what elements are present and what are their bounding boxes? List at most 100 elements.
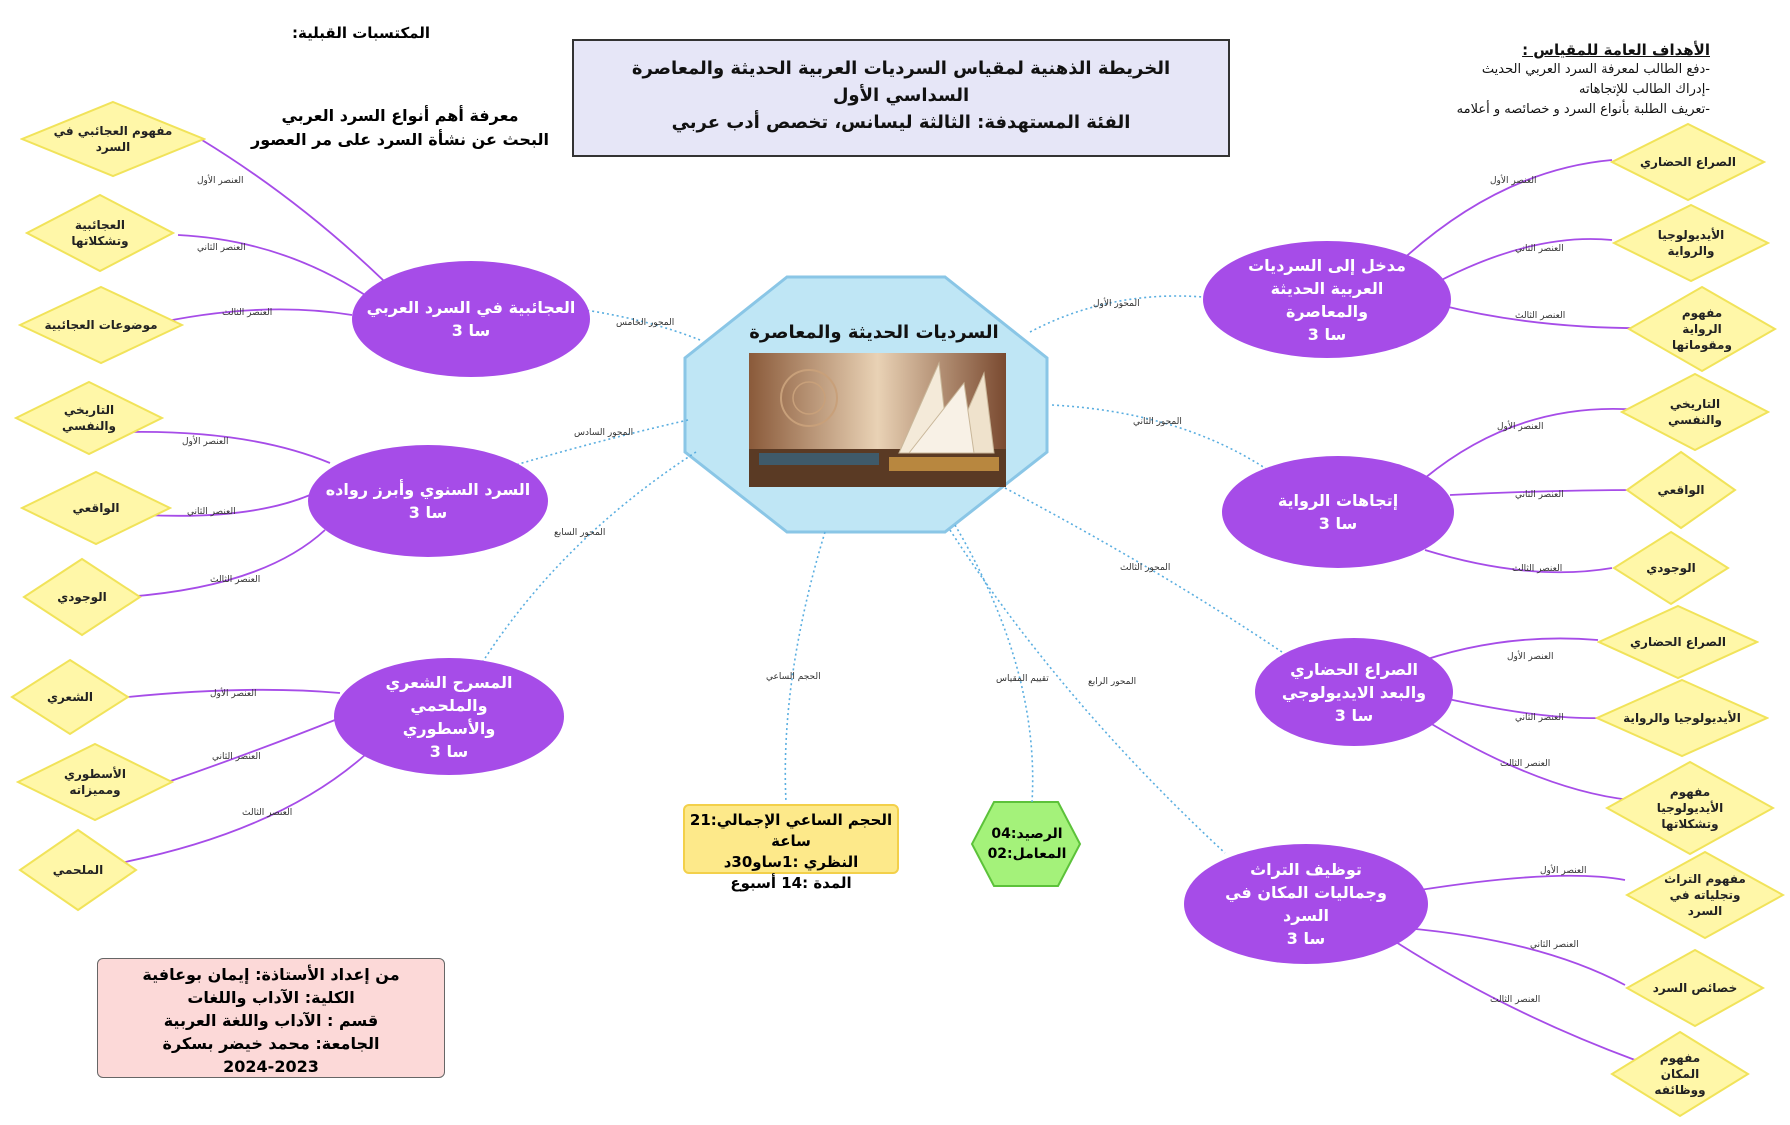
author-name: من إعداد الأستاذة: إيمان بوعافية	[142, 965, 400, 984]
axis-1-title: مدخل إلى السرديات العربية الحديثة والمعا…	[1248, 255, 1406, 321]
prerequisite-line: معرفة أهم أنواع السرد العربي	[281, 106, 519, 125]
element-diamond: الوجودي	[22, 557, 142, 637]
title-line-3: الفئة المستهدفة: الثالثة ليسانس، تخصص أد…	[671, 112, 1131, 133]
axis-connector-2	[1051, 404, 1269, 471]
branch-6-2	[144, 494, 311, 517]
element-edge-label: العنصر الثالث	[222, 308, 273, 318]
branch-2-1	[1424, 407, 1641, 479]
axis-edge-label: المحور السابع	[554, 528, 606, 538]
goal-item: -دفع الطالب لمعرفة السرد العربي الحديث	[1481, 62, 1710, 77]
branch-7-3	[124, 754, 366, 863]
element-edge-label: العنصر الأول	[1540, 866, 1587, 876]
element-edge-label: العنصر الأول	[1507, 652, 1554, 662]
element-edge-label: العنصر الأول	[197, 176, 244, 186]
element-label: الوجودي	[1646, 561, 1696, 575]
axis-edge-label: المحور الثاني	[1133, 417, 1182, 427]
goal-item: -تعريف الطلبة بأنواع السرد و خصائصه و أع…	[1456, 102, 1710, 117]
element-label: الوجودي	[57, 590, 107, 604]
books-image	[749, 353, 1006, 487]
axis-6-title: السرد السنوي وأبرز رواده	[325, 480, 531, 499]
axis-edge-label: المحور الرابع	[1088, 677, 1137, 687]
branch-2-2	[1449, 489, 1641, 496]
axis-edge-label: المحور السادس	[574, 428, 634, 438]
element-diamond: الواقعي	[20, 470, 172, 546]
axis-edge-label: المحور الخامس	[616, 318, 675, 328]
branch-1-2	[1429, 238, 1613, 287]
element-edge-label: العنصر الثاني	[1515, 713, 1564, 723]
axis-3-hours: سا 3	[1334, 705, 1374, 725]
axis-5-node: العجائبية في السرد العربي سا 3	[352, 261, 590, 377]
element-label: مفهوم العجائبي في السرد	[53, 124, 173, 154]
center-title: السرديات الحديثة والمعاصرة	[749, 322, 999, 343]
axis-3-node: الصراع الحضاري والبعد الايديولوجي سا 3	[1255, 638, 1453, 746]
element-edge-label: العنصر الثاني	[212, 752, 261, 762]
axis-7-title: المسرح الشعري والملحمي والأسطوري	[385, 672, 513, 738]
axis-1-hours: سا 3	[1307, 324, 1347, 344]
element-edge-label: العنصر الثاني	[1515, 244, 1564, 254]
author-department: قسم : الآداب واللغة العربية	[163, 1011, 379, 1030]
element-edge-label: العنصر الثالث	[210, 575, 261, 585]
branch-3-1	[1409, 637, 1599, 666]
element-diamond: مفهوم الرواية ومقوماتها	[1627, 285, 1777, 373]
element-label: الواقعي	[1657, 483, 1705, 497]
element-label: مفهوم التراث وتجلياته في السرد	[1664, 872, 1746, 918]
element-label: مفهوم الأيديولوجيا وتشكلاتها	[1656, 785, 1724, 831]
axis-7-hours: سا 3	[429, 741, 469, 761]
element-diamond: الشعري	[10, 658, 130, 736]
prerequisites-heading: المكتسبات القبلية:	[291, 24, 430, 42]
volume-edge-label: الحجم الساعي	[766, 672, 821, 682]
element-diamond: الأسطوري ومميزاته	[16, 742, 174, 822]
branch-3-3	[1424, 719, 1631, 801]
element-edge-label: العنصر الأول	[1490, 176, 1537, 186]
axis-connector-6	[511, 419, 689, 467]
volume-duration: المدة :14 أسبوع	[730, 874, 852, 892]
axis-2-title: إتجاهات الرواية	[1277, 491, 1399, 510]
element-label: الأيديولوجيا والرواية	[1623, 711, 1741, 725]
axis-connector-7	[479, 451, 697, 667]
axis-edge-label: المحور الثالث	[1120, 563, 1171, 573]
branch-5-2	[177, 234, 366, 296]
general-goals: الأهداف العامة للمقياس : -دفع الطالب لمع…	[1390, 40, 1710, 120]
element-edge-label: العنصر الأول	[210, 689, 257, 699]
axis-5-hours: سا 3	[451, 321, 491, 340]
axis-2-hours: سا 3	[1318, 514, 1358, 533]
prerequisites-text: معرفة أهم أنواع السرد العربي البحث عن نش…	[250, 104, 550, 152]
volume-theory: النظري :1ساو30د	[723, 853, 859, 871]
element-diamond: الوجودي	[1612, 530, 1730, 606]
axis-connector-5	[584, 309, 701, 341]
axis-1-node: مدخل إلى السرديات العربية الحديثة والمعا…	[1203, 241, 1451, 358]
element-edge-label: العنصر الثالث	[1490, 995, 1541, 1005]
evaluation-credit: الرصيد:04	[991, 826, 1063, 842]
element-diamond: العجائبية وتشكلاتها	[25, 193, 175, 273]
title-line-2: السداسي الأول	[832, 85, 970, 106]
axis-2-node: إتجاهات الرواية سا 3	[1222, 456, 1454, 568]
element-label: الأسطوري ومميزاته	[64, 767, 126, 797]
element-diamond: مفهوم التراث وتجلياته في السرد	[1625, 850, 1785, 940]
branch-1-1	[1399, 159, 1613, 263]
element-diamond: الأيديولوجيا والرواية	[1595, 678, 1769, 758]
axis-4-node: توظيف التراث وجماليات المكان في السرد سا…	[1184, 844, 1428, 964]
title-box: الخريطة الذهنية لمقياس السرديات العربية …	[572, 39, 1230, 157]
prerequisite-line: البحث عن نشأة السرد على مر العصور	[251, 130, 549, 149]
axis-connector-1	[1029, 295, 1204, 333]
element-label: الأيديولوجيا والرواية	[1657, 228, 1725, 258]
element-label: الواقعي	[72, 501, 120, 515]
axis-4-hours: سا 3	[1286, 929, 1326, 948]
author-box: من إعداد الأستاذة: إيمان بوعافية الكلية:…	[97, 958, 445, 1078]
element-edge-label: العنصر الثالث	[1500, 759, 1551, 769]
element-diamond: الملحمي	[18, 828, 138, 912]
element-diamond: خصائص السرد	[1625, 948, 1765, 1028]
axis-connector-4	[949, 529, 1226, 854]
title-line-1: الخريطة الذهنية لمقياس السرديات العربية …	[631, 58, 1171, 79]
branch-6-3	[109, 529, 326, 599]
element-label: العجائبية وتشكلاتها	[71, 218, 129, 248]
volume-total: الحجم الساعي الإجمالي:21 ساعة	[689, 811, 893, 850]
element-edge-label: العنصر الثاني	[1530, 940, 1579, 950]
element-diamond: مفهوم المكان ووظائفه	[1610, 1030, 1750, 1118]
axis-5-title: العجائبية في السرد العربي	[366, 298, 576, 317]
axis-3-title: الصراع الحضاري والبعد الايديولوجي	[1281, 659, 1427, 702]
element-edge-label: العنصر الثاني	[197, 243, 246, 253]
element-label: مفهوم الرواية ومقوماتها	[1672, 306, 1732, 352]
branch-7-2	[164, 717, 341, 784]
